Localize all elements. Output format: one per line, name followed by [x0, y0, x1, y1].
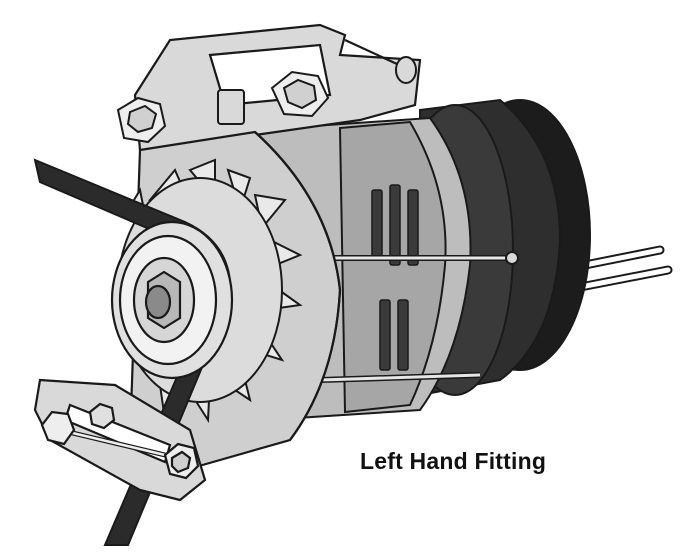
- caption-label: Left Hand Fitting: [360, 448, 547, 474]
- pulley: [110, 220, 234, 380]
- top-bolts: [116, 56, 417, 144]
- adjusting-bracket: [33, 378, 207, 502]
